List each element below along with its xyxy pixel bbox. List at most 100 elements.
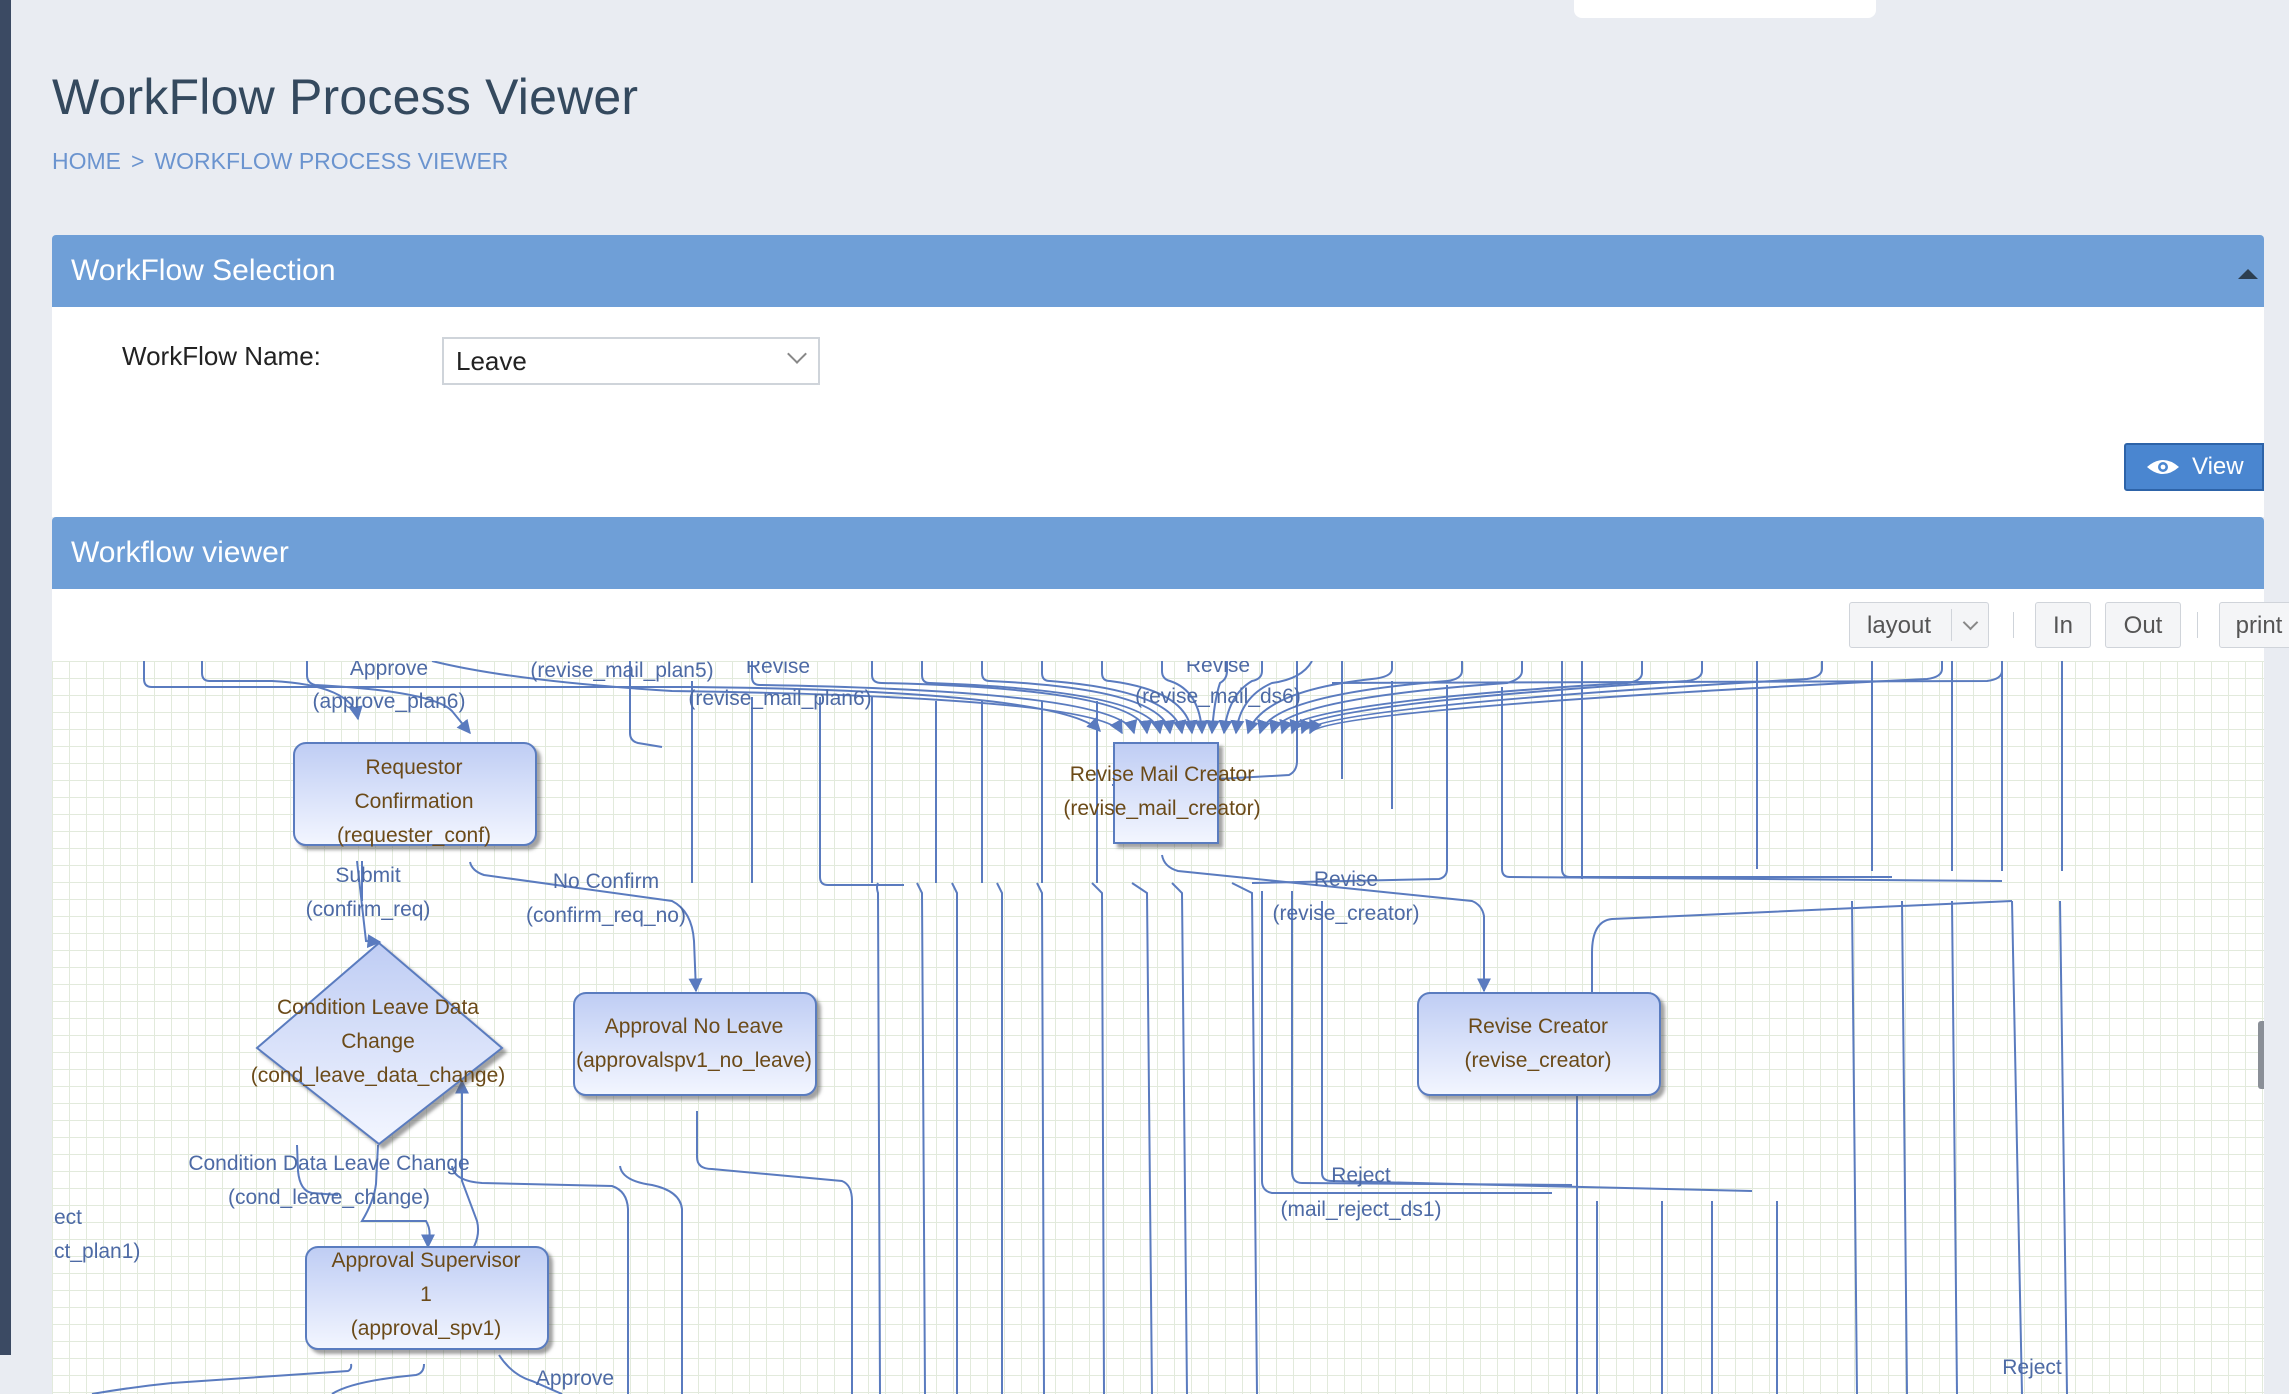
layout-dropdown[interactable]: layout xyxy=(1849,602,1989,648)
edge xyxy=(331,1363,425,1394)
edges xyxy=(91,661,2068,1394)
edge-label: Revise xyxy=(746,661,810,678)
edge-label: No Confirm xyxy=(553,870,659,893)
edge-label: Revise xyxy=(1314,868,1378,891)
edge xyxy=(629,661,663,748)
edge xyxy=(1951,900,1958,1394)
node-name: Change xyxy=(341,1030,415,1053)
edge xyxy=(1591,900,2013,1011)
edge xyxy=(1851,900,1858,1394)
workflow-viewer-header: Workflow viewer xyxy=(52,517,2264,589)
edge xyxy=(751,661,1138,735)
edge xyxy=(1231,882,1258,1394)
edge-label: (revise_creator) xyxy=(1272,902,1419,925)
edge xyxy=(1251,685,1448,884)
edge xyxy=(1289,661,1703,735)
print-button[interactable]: print xyxy=(2219,602,2289,648)
edge xyxy=(1561,661,1892,878)
edge xyxy=(469,861,703,993)
breadcrumb-home[interactable]: HOME xyxy=(52,148,121,174)
node-name: 1 xyxy=(420,1283,432,1306)
layout-divider xyxy=(1951,609,1952,641)
edge xyxy=(1171,882,1188,1394)
edge xyxy=(951,882,958,1394)
top-bar-fragment xyxy=(1574,0,1876,18)
node-name: Requestor xyxy=(366,756,463,779)
edge-label: ct_plan1) xyxy=(54,1240,140,1263)
edge xyxy=(201,661,363,721)
edge xyxy=(1161,854,1491,993)
edge xyxy=(916,882,926,1394)
sidebar-rail xyxy=(0,0,11,1355)
workflow-name-select[interactable]: Leave xyxy=(442,337,820,385)
edge xyxy=(1041,661,1187,735)
edge xyxy=(143,661,1101,733)
breadcrumb-current: WORKFLOW PROCESS VIEWER xyxy=(154,148,509,174)
condition-leave-data-change-node[interactable]: Condition Leave Data Change (cond_leave_… xyxy=(251,941,506,1146)
revise-mail-creator-node[interactable]: Revise Mail Creator (revise_mail_creator… xyxy=(1063,742,1261,844)
view-button-label: View xyxy=(2192,453,2244,480)
edge-label: Reject xyxy=(1331,1164,1391,1187)
edge xyxy=(1230,661,1313,735)
edge xyxy=(360,1144,435,1249)
edge-label: ect xyxy=(54,1206,82,1229)
edge-label: (cond_leave_change) xyxy=(228,1186,430,1209)
approval-no-leave-node[interactable]: Approval No Leave (approvalspv1_no_leave… xyxy=(573,992,817,1096)
edge xyxy=(996,882,1003,1394)
node-id: (approval_spv1) xyxy=(351,1317,502,1340)
workflow-diagram[interactable]: Revise Mail Creator (revise_mail_creator… xyxy=(52,661,2264,1394)
edge xyxy=(1291,891,1573,1186)
edge xyxy=(356,860,382,949)
node-id: (requester_conf) xyxy=(337,824,491,847)
edge-label: (revise_mail_plan5) xyxy=(530,661,713,682)
edge xyxy=(981,661,1176,735)
edge xyxy=(1245,661,1393,735)
edge-label: (mail_reject_ds1) xyxy=(1280,1198,1441,1221)
edge-label: Revise xyxy=(1186,661,1250,677)
node-id: (revise_creator) xyxy=(1464,1049,1611,1072)
edge xyxy=(1218,661,1263,735)
edge xyxy=(1268,661,1523,735)
node-name: Condition Leave Data xyxy=(277,996,479,1019)
workflow-selection-header[interactable]: WorkFlow Selection xyxy=(52,235,2264,307)
edge-label: Approve xyxy=(536,1367,614,1390)
edge xyxy=(1901,900,1908,1394)
zoom-out-button[interactable]: Out xyxy=(2105,602,2181,648)
edge-label: Submit xyxy=(335,864,401,887)
edge-label: Approve xyxy=(350,661,428,680)
workflow-selection-title: WorkFlow Selection xyxy=(71,254,336,287)
workflow-viewer-title: Workflow viewer xyxy=(71,536,289,569)
edge xyxy=(1131,882,1153,1394)
revise-creator-node[interactable]: Revise Creator (revise_creator) xyxy=(1417,992,1661,1096)
edge xyxy=(1161,661,1209,735)
view-button[interactable]: View xyxy=(2124,443,2264,491)
toolbar-divider xyxy=(2013,612,2014,638)
edge-label: (confirm_req) xyxy=(306,898,431,921)
edge xyxy=(2059,900,2068,1394)
node-name: Approval No Leave xyxy=(605,1015,784,1038)
requestor-confirmation-node[interactable]: Requestor Confirmation (requester_conf) xyxy=(293,742,537,847)
edge xyxy=(1257,661,1463,735)
edge xyxy=(876,882,881,1394)
approval-supervisor-1-node[interactable]: Approval Supervisor 1 (approval_spv1) xyxy=(305,1246,549,1350)
edge xyxy=(819,697,904,886)
workflow-name-label: WorkFlow Name: xyxy=(122,341,321,371)
workflow-name-value: Leave xyxy=(456,346,527,376)
edge xyxy=(296,1144,339,1196)
edge xyxy=(498,1354,563,1394)
workflow-canvas[interactable]: Revise Mail Creator (revise_mail_creator… xyxy=(52,661,2264,1394)
node-id: (cond_leave_data_change) xyxy=(251,1064,506,1087)
node-name: Approval Supervisor xyxy=(331,1249,520,1272)
collapse-icon[interactable] xyxy=(2238,269,2258,279)
edge xyxy=(306,661,471,735)
zoom-in-button[interactable]: In xyxy=(2035,602,2091,648)
edge xyxy=(619,1165,683,1394)
edge xyxy=(431,661,1123,735)
edge xyxy=(2011,900,2023,1394)
scrollbar-handle[interactable] xyxy=(2258,1021,2264,1089)
edge-label: (revise_mail_plan6) xyxy=(688,687,871,710)
node-id: (revise_mail_creator) xyxy=(1063,797,1260,820)
viewer-toolbar: layout In Out print xyxy=(1849,602,2289,650)
edge xyxy=(1091,882,1105,1394)
edge xyxy=(1205,661,1228,735)
